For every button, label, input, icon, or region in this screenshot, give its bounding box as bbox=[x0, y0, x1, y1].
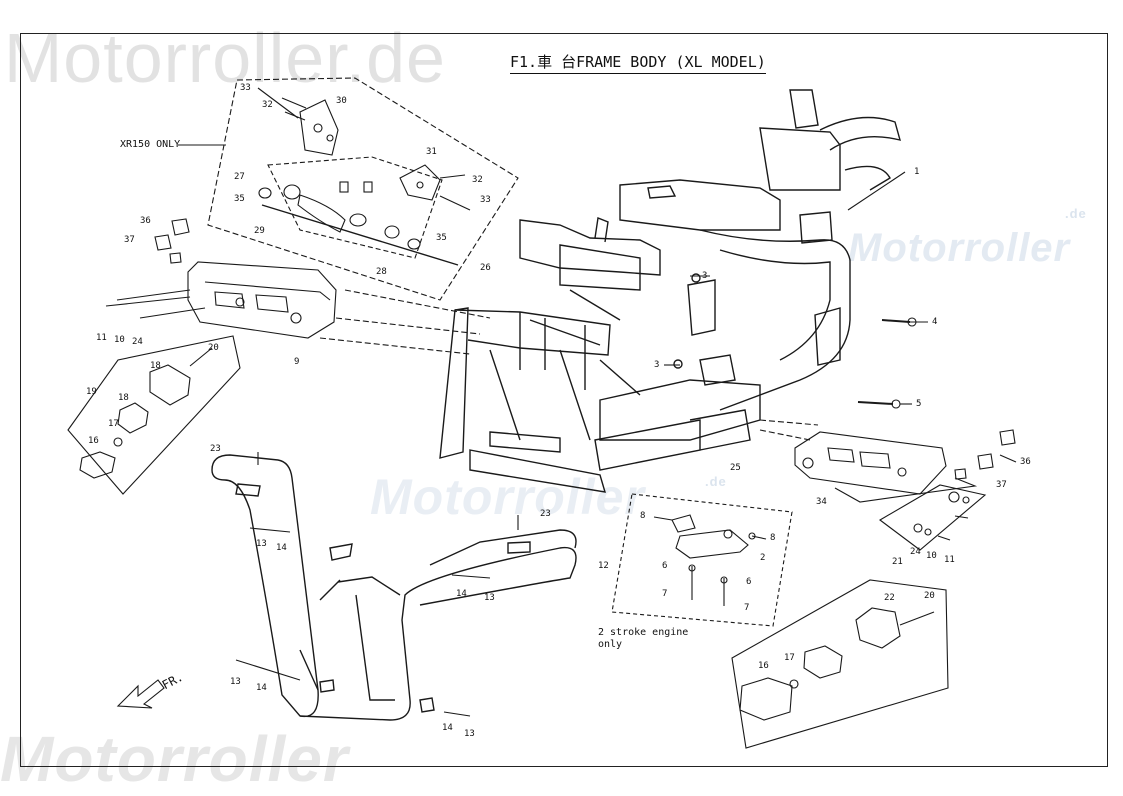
watermark-center-suffix: .de bbox=[705, 474, 727, 489]
part-callout-21: 21 bbox=[892, 557, 903, 567]
watermark-top-left: Motorroller.de bbox=[4, 19, 446, 97]
part-callout-28: 28 bbox=[376, 267, 387, 277]
bracket-2 bbox=[675, 529, 749, 559]
washer-group-right bbox=[879, 484, 987, 551]
part-callout-14: 14 bbox=[442, 723, 453, 733]
cap-group-right-outline bbox=[731, 579, 949, 749]
shaft-28 bbox=[261, 204, 459, 266]
watermark-center: Motorroller bbox=[370, 469, 645, 525]
part-callout-10: 10 bbox=[926, 551, 937, 561]
part-callout-18: 18 bbox=[118, 393, 129, 403]
part-callout-32: 32 bbox=[472, 175, 483, 185]
xr150-inner-dashed bbox=[267, 156, 443, 259]
part-callout-27: 27 bbox=[234, 172, 245, 182]
part-callout-23: 23 bbox=[540, 509, 551, 519]
two-stroke-group-outline bbox=[611, 493, 793, 627]
part-callout-23: 23 bbox=[210, 444, 221, 454]
watermark-right: Motorroller bbox=[848, 226, 1071, 270]
part-callout-31: 31 bbox=[426, 147, 437, 157]
part-callout-9: 9 bbox=[294, 357, 300, 367]
xr150-note: XR150 ONLY bbox=[120, 139, 181, 150]
part-callout-13: 13 bbox=[484, 593, 495, 603]
part-callout-25: 25 bbox=[730, 463, 741, 473]
bolt-5 bbox=[857, 401, 894, 405]
front-arrow bbox=[116, 679, 165, 709]
part-callout-24: 24 bbox=[132, 337, 143, 347]
part-callout-29: 29 bbox=[254, 226, 265, 236]
pad-36-left bbox=[171, 218, 190, 236]
part-callout-20: 20 bbox=[924, 591, 935, 601]
main-frame bbox=[439, 89, 901, 493]
part-callout-13: 13 bbox=[230, 677, 241, 687]
part-callout-2: 2 bbox=[760, 553, 766, 563]
part-callout-36: 36 bbox=[1020, 457, 1031, 467]
bracket-31 bbox=[399, 164, 441, 201]
part-callout-3: 3 bbox=[654, 360, 660, 370]
part-callout-33: 33 bbox=[240, 83, 251, 93]
part-callout-7: 7 bbox=[744, 603, 750, 613]
two-stroke-note-1: 2 stroke engine bbox=[598, 627, 689, 638]
part-callout-22: 22 bbox=[884, 593, 895, 603]
cap-16-right bbox=[739, 677, 793, 721]
cap-16-left bbox=[79, 451, 116, 479]
bolt-4 bbox=[881, 319, 911, 323]
part-callout-8: 8 bbox=[640, 511, 646, 521]
part-callout-8: 8 bbox=[770, 533, 776, 543]
part-callout-11: 11 bbox=[944, 555, 955, 565]
watermark-bottom-left: Motorroller bbox=[0, 723, 349, 795]
part-callout-17: 17 bbox=[108, 419, 119, 429]
cap-22-right bbox=[855, 607, 901, 649]
diagram-border bbox=[20, 33, 1108, 767]
part-callout-14: 14 bbox=[456, 589, 467, 599]
part-callout-1: 1 bbox=[914, 167, 920, 177]
two-stroke-note-2: only bbox=[598, 639, 623, 650]
part-callout-14: 14 bbox=[256, 683, 267, 693]
bracket-30 bbox=[299, 99, 339, 156]
part-callout-4: 4 bbox=[932, 317, 938, 327]
part-callout-10: 10 bbox=[114, 335, 125, 345]
part-callout-35: 35 bbox=[436, 233, 447, 243]
part-callout-12: 12 bbox=[598, 561, 609, 571]
part-callout-7: 7 bbox=[662, 589, 668, 599]
diagram-title: F1.車 台FRAME BODY (XL MODEL) bbox=[510, 51, 766, 74]
part-callout-20: 20 bbox=[208, 343, 219, 353]
part-callout-36: 36 bbox=[140, 216, 151, 226]
part-callout-16: 16 bbox=[758, 661, 769, 671]
part-callout-6: 6 bbox=[746, 577, 752, 587]
part-callout-17: 17 bbox=[784, 653, 795, 663]
guard-bar bbox=[211, 454, 577, 721]
part-callout-30: 30 bbox=[336, 96, 347, 106]
engine-mount-34 bbox=[794, 431, 947, 495]
part-callout-6: 6 bbox=[662, 561, 668, 571]
part-callout-32: 32 bbox=[262, 100, 273, 110]
part-callout-33: 33 bbox=[480, 195, 491, 205]
xr150-dashed-outline bbox=[207, 77, 519, 301]
part-callout-3: 3 bbox=[702, 271, 708, 281]
engine-mount-9 bbox=[187, 261, 337, 339]
part-callout-14: 14 bbox=[276, 543, 287, 553]
part-callout-24: 24 bbox=[910, 547, 921, 557]
watermark-right-suffix: .de bbox=[1065, 206, 1087, 221]
cap-22-left bbox=[149, 364, 191, 406]
part-callout-37: 37 bbox=[996, 480, 1007, 490]
part-callout-11: 11 bbox=[96, 333, 107, 343]
part-callout-26: 26 bbox=[480, 263, 491, 273]
part-callout-34: 34 bbox=[816, 497, 827, 507]
part-callout-16: 16 bbox=[88, 436, 99, 446]
part-callout-5: 5 bbox=[916, 399, 922, 409]
part-callout-37: 37 bbox=[124, 235, 135, 245]
part-callout-19: 19 bbox=[86, 387, 97, 397]
part-callout-35: 35 bbox=[234, 194, 245, 204]
cap-group-left-outline bbox=[67, 335, 241, 495]
pad-36-right bbox=[999, 429, 1016, 446]
part-callout-18: 18 bbox=[150, 361, 161, 371]
part-callout-13: 13 bbox=[464, 729, 475, 739]
part-callout-13: 13 bbox=[256, 539, 267, 549]
